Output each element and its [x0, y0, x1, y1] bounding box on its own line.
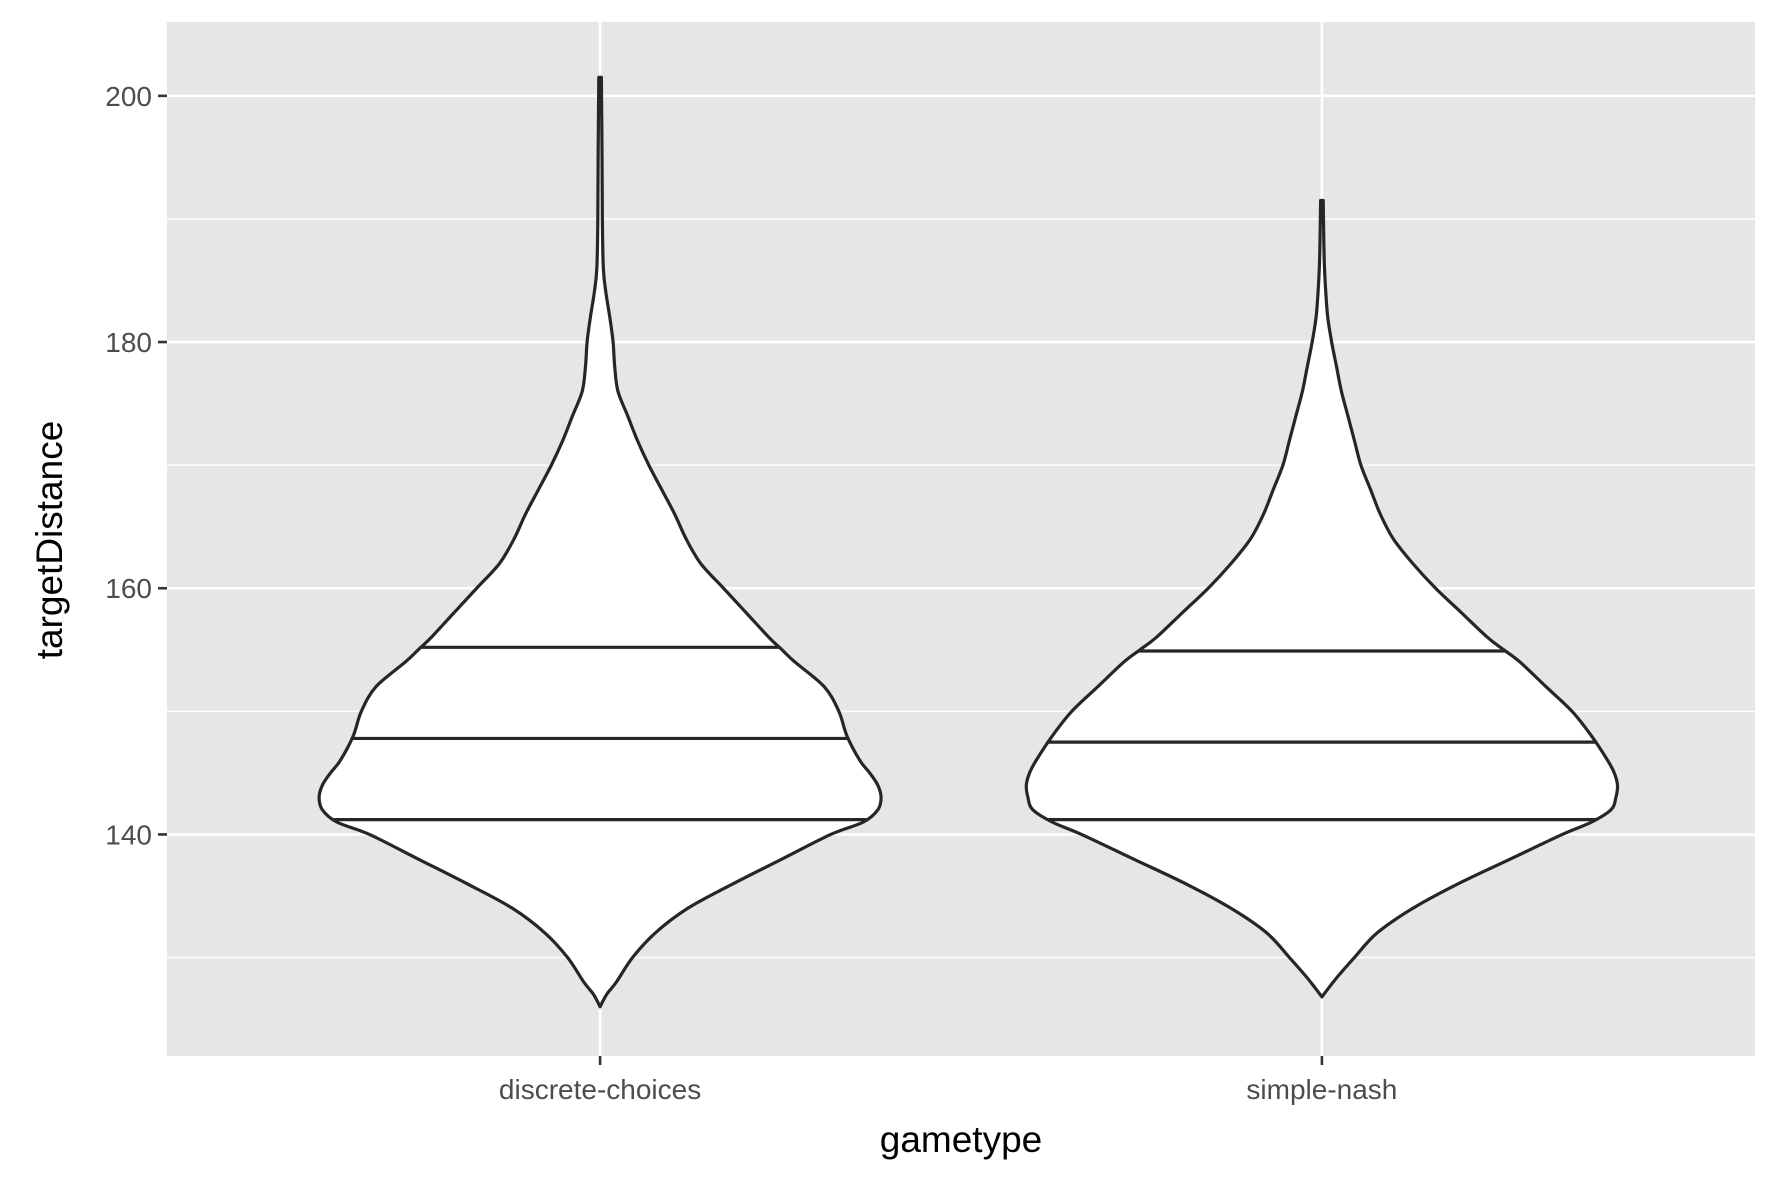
y-tick-label: 180 — [105, 327, 152, 358]
plot-panel — [167, 22, 1755, 1056]
x-axis-title: gametype — [880, 1119, 1043, 1160]
x-tick-label-simple-nash: simple-nash — [1246, 1074, 1397, 1105]
y-tick-label: 140 — [105, 819, 152, 850]
y-axis: 140 160 180 200 — [105, 81, 167, 850]
violin-discrete-choices — [317, 75, 883, 1009]
violin-simple-nash — [1024, 198, 1620, 999]
y-tick-label: 200 — [105, 81, 152, 112]
x-axis: discrete-choices simple-nash — [499, 1056, 1397, 1105]
y-tick-label: 160 — [105, 573, 152, 604]
violins — [317, 75, 1620, 1009]
x-tick-label-discrete-choices: discrete-choices — [499, 1074, 701, 1105]
y-axis-title: targetDistance — [29, 421, 70, 660]
